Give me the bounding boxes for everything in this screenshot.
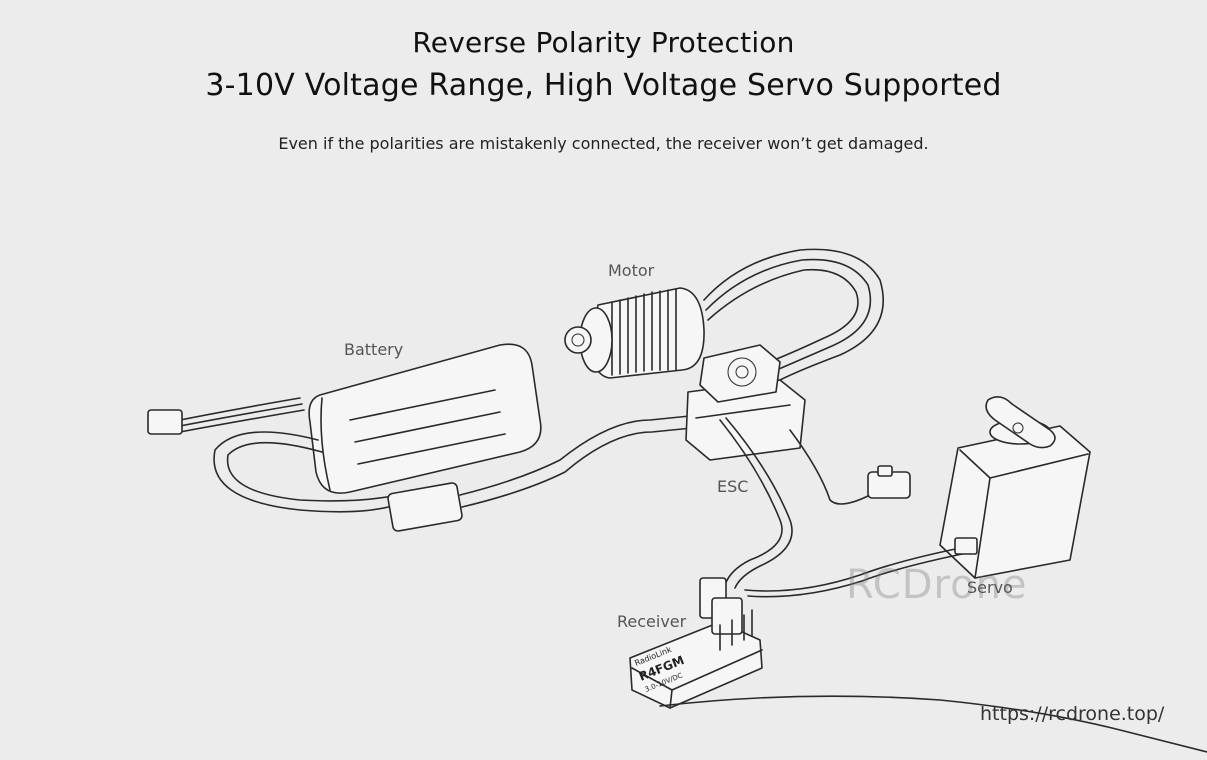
- label-battery: Battery: [344, 340, 404, 359]
- title-line-2: 3-10V Voltage Range, High Voltage Servo …: [205, 68, 1002, 103]
- battery-illustration: [147, 343, 542, 513]
- label-esc: ESC: [717, 477, 749, 496]
- subtitle: Even if the polarities are mistakenly co…: [278, 134, 929, 153]
- battery-connector: [387, 415, 693, 532]
- esc-illustration: [685, 344, 911, 505]
- esc-signal-wire-2: [725, 417, 793, 589]
- esc-signal-wire: [719, 419, 783, 586]
- label-receiver: Receiver: [617, 612, 687, 631]
- motor-illustration: [564, 248, 884, 381]
- servo-illustration: [744, 396, 1091, 598]
- title-line-1: Reverse Polarity Protection: [412, 26, 795, 59]
- label-motor: Motor: [608, 261, 655, 280]
- receiver-illustration: RadioLink R4FGM 3.0-10V/DC: [629, 577, 1207, 753]
- label-servo: Servo: [967, 578, 1013, 597]
- watermark: RCDrone: [846, 562, 1028, 608]
- source-url: https://rcdrone.top/: [980, 703, 1165, 725]
